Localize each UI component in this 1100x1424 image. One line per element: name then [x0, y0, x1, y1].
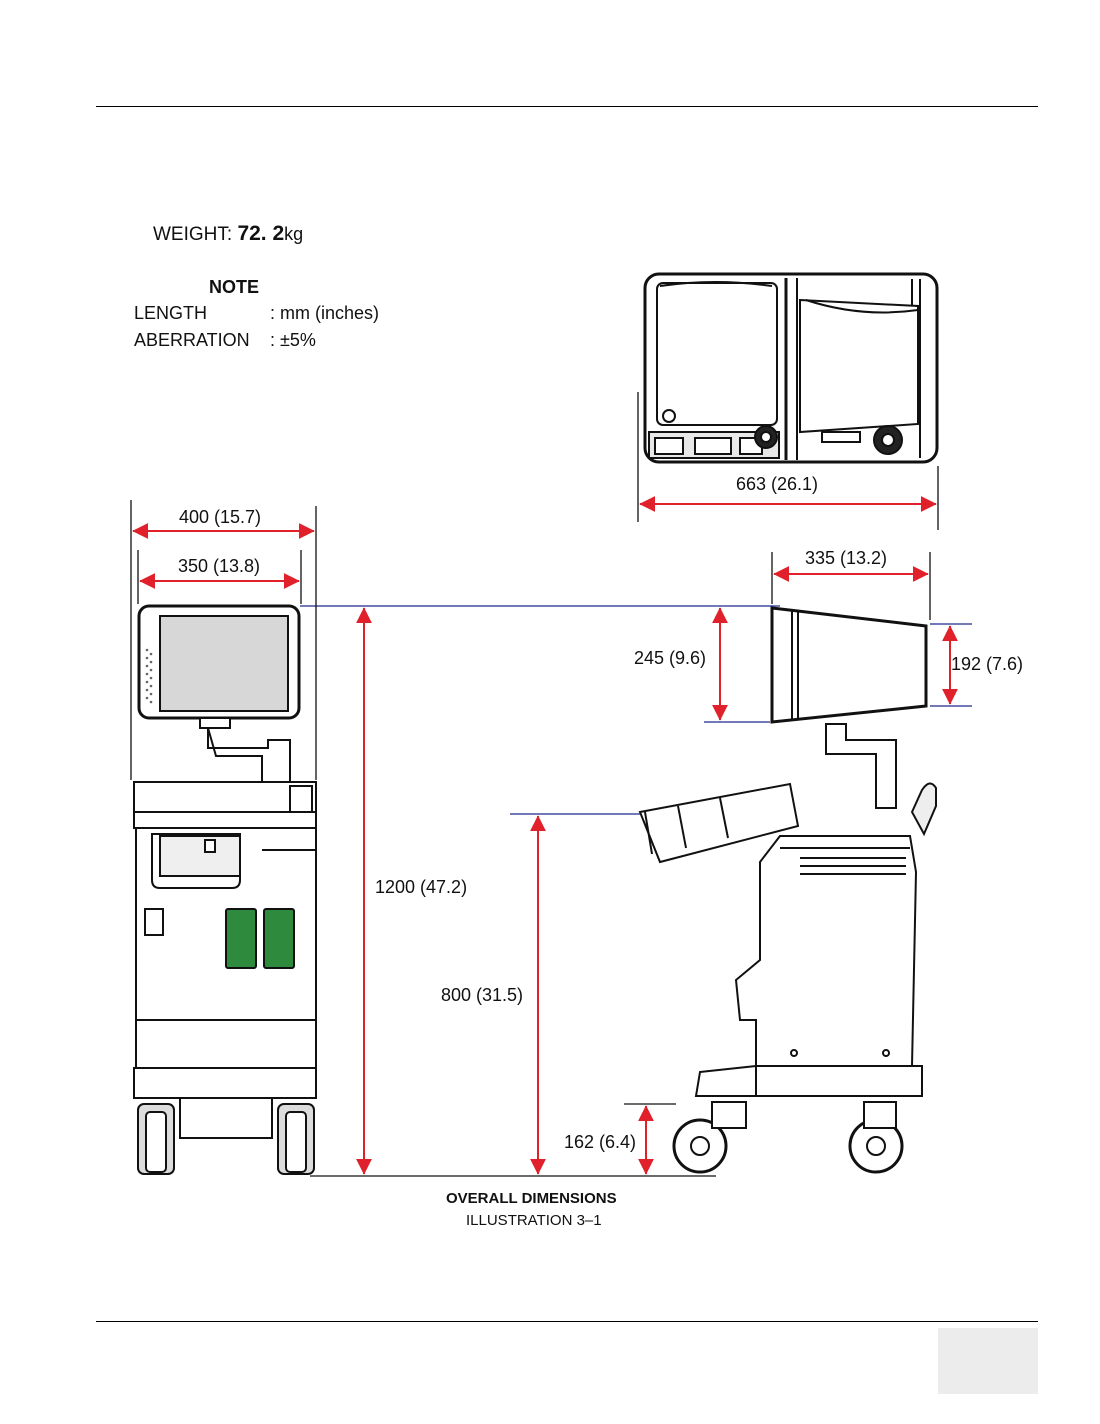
- label-monitor-height-2: 192 (7.6): [951, 654, 1023, 675]
- caption-title: OVERALL DIMENSIONS: [446, 1190, 617, 1207]
- caption-subtitle: ILLUSTRATION 3–1: [466, 1212, 602, 1229]
- label-height-console: 800 (31.5): [441, 985, 523, 1006]
- side-view-drawing: [640, 608, 936, 1172]
- label-monitor-depth: 335 (13.2): [805, 548, 887, 569]
- top-view-drawing: [645, 274, 937, 462]
- label-height-bumper: 162 (6.4): [564, 1132, 636, 1153]
- label-width-overall: 400 (15.7): [179, 507, 261, 528]
- label-height-overall: 1200 (47.2): [375, 877, 467, 898]
- label-depth-top: 663 (26.1): [736, 474, 818, 495]
- label-monitor-height: 245 (9.6): [634, 648, 706, 669]
- label-width-monitor: 350 (13.8): [178, 556, 260, 577]
- front-view-drawing: [134, 606, 316, 1174]
